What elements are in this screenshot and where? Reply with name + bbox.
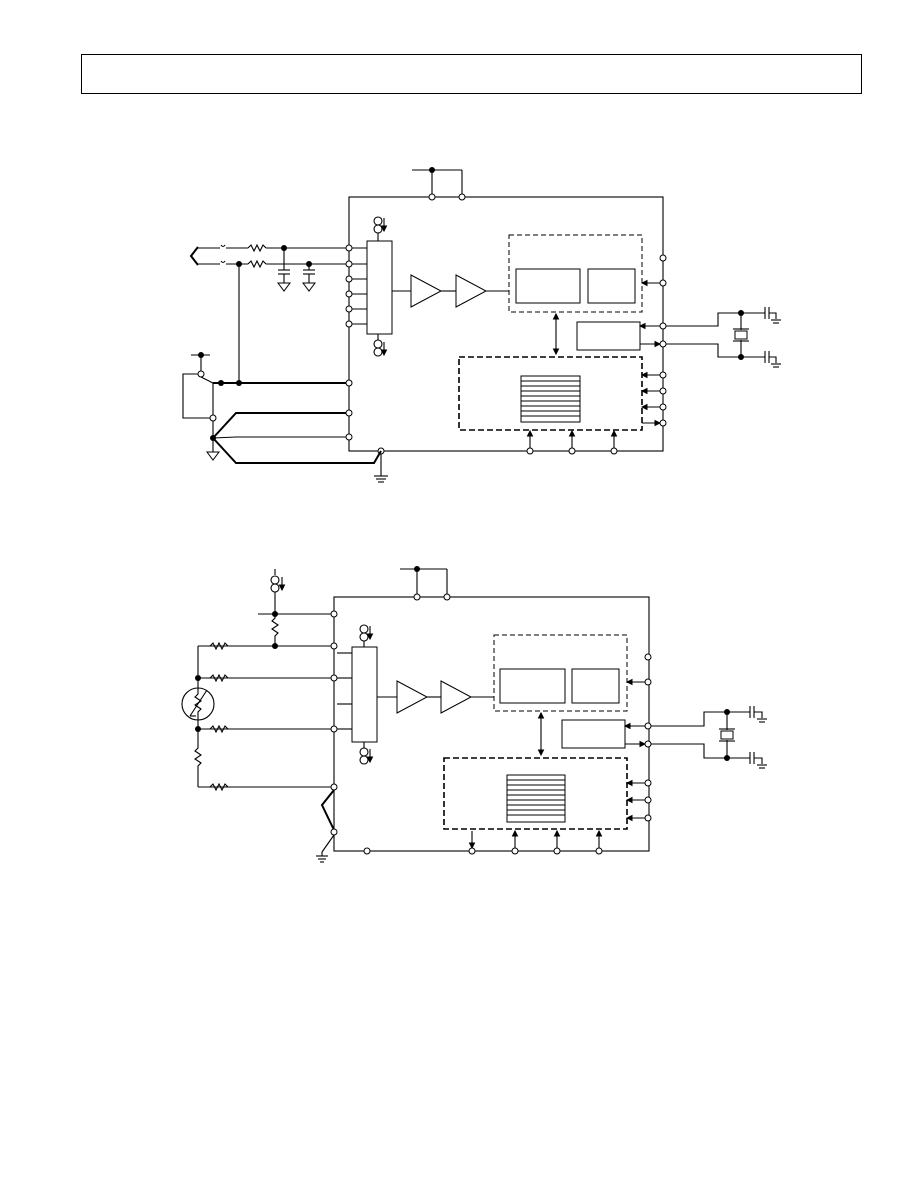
current-source-icon <box>373 216 388 241</box>
ground-icon <box>277 282 291 292</box>
analog-input-pins-1 <box>345 244 367 328</box>
reference-network-1 <box>182 352 382 464</box>
right-pins-1 <box>640 254 667 287</box>
pga-amplifier-2 <box>440 680 473 714</box>
resistor-icon <box>271 614 279 646</box>
ground-icon <box>206 451 220 461</box>
current-source-icon <box>373 334 388 357</box>
current-source-icon <box>359 624 369 634</box>
digital-filter-block-2 <box>571 668 620 704</box>
crystal-network-2 <box>651 706 767 769</box>
supply-connection-2 <box>400 566 451 601</box>
ground-pin-2 <box>316 789 371 863</box>
excitation-current-source <box>198 569 338 650</box>
mux-current-sources-2 <box>359 624 374 765</box>
ground-icon <box>302 282 316 292</box>
serial-interface-block-2 <box>443 757 628 830</box>
resistor-icon <box>247 259 267 269</box>
supply-connection-1 <box>412 167 466 201</box>
crystal-network-1 <box>666 307 781 368</box>
modulator-block-1 <box>515 268 581 304</box>
analog-input-pins-2 <box>337 652 352 730</box>
bottom-control-pins-2 <box>468 829 603 855</box>
rtd-application-circuit <box>181 566 767 863</box>
serial-pins-2 <box>625 779 652 822</box>
buffer-amplifier-1 <box>410 274 443 308</box>
right-pins-2 <box>625 653 652 686</box>
current-source-icon <box>270 575 280 585</box>
crystal-icon <box>734 330 748 340</box>
adc-block-1 <box>508 234 643 313</box>
resistor-icon <box>209 641 229 651</box>
register-bank-2 <box>506 774 566 823</box>
rtd-network <box>181 641 338 792</box>
clock-oscillator-block-1 <box>576 321 641 351</box>
thermocouple-application-circuit <box>182 167 781 483</box>
current-source-icon <box>359 747 369 757</box>
bottom-control-pins-1 <box>526 429 618 455</box>
crystal-icon <box>720 730 734 740</box>
ground-pin-1 <box>374 447 388 483</box>
register-bank-1 <box>520 375 581 423</box>
resistor-icon <box>209 673 229 683</box>
serial-pins-1 <box>640 371 667 427</box>
header-box <box>81 54 862 94</box>
digital-filter-block-1 <box>587 268 636 304</box>
input-mux-2 <box>351 646 378 743</box>
resistor-icon <box>209 724 229 734</box>
buffer-amplifier-2 <box>396 680 429 714</box>
adc-block-2 <box>493 634 628 712</box>
resistor-icon <box>209 782 229 792</box>
modulator-block-2 <box>499 668 566 704</box>
input-mux-1 <box>366 240 393 335</box>
thermocouple-input-1 <box>189 243 346 383</box>
pga-amplifier-1 <box>455 274 488 308</box>
resistor-icon <box>194 729 202 787</box>
clock-oscillator-block-2 <box>561 719 626 749</box>
resistor-icon <box>247 243 267 253</box>
